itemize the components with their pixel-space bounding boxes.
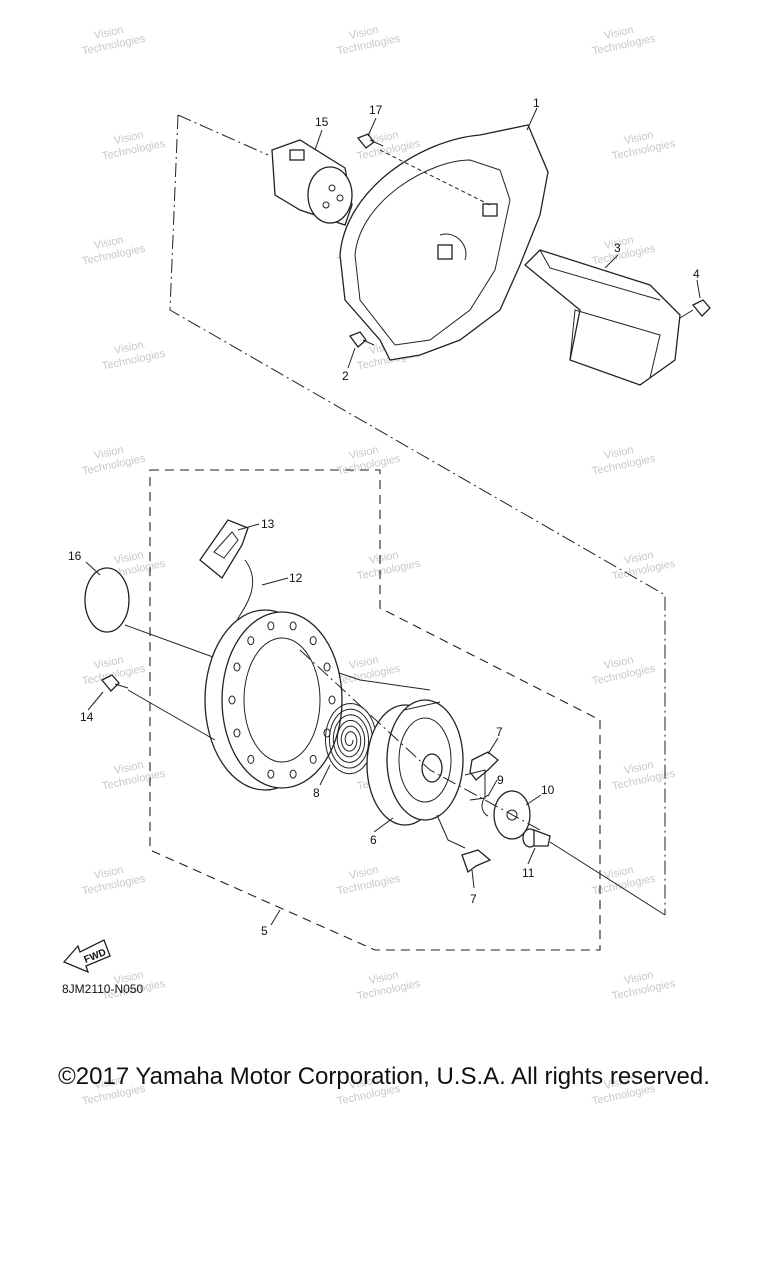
starter-case — [204, 609, 343, 791]
diagram-code: 8JM2110-N050 — [62, 982, 144, 996]
case-hole — [233, 728, 241, 738]
callout-1: 1 — [533, 96, 540, 110]
part-1-fan-cover — [339, 124, 549, 361]
callout-9: 9 — [497, 773, 504, 787]
callout-3: 3 — [614, 241, 621, 255]
case-hole — [309, 636, 317, 646]
case-hole — [289, 769, 297, 779]
callout-5: 5 — [261, 924, 268, 938]
part-4-bolt — [679, 299, 711, 319]
part-13-handle — [199, 519, 249, 579]
callout-8: 8 — [313, 786, 320, 800]
case-hole — [228, 695, 236, 705]
case-hole — [233, 662, 241, 672]
case-hole — [247, 636, 255, 646]
starter-assembly-box — [149, 469, 601, 951]
callout-16: 16 — [68, 549, 82, 563]
part-16-plate — [84, 567, 130, 633]
callout-6: 6 — [370, 833, 377, 847]
part-2-bolt — [348, 331, 375, 348]
part-14-bolt — [100, 674, 216, 741]
case-hole — [247, 754, 255, 764]
case-hole — [289, 621, 297, 631]
callout-13: 13 — [261, 517, 275, 531]
part-6-sheave-drum — [366, 699, 464, 826]
upper-assembly-outline — [169, 114, 666, 915]
part-9-clip — [481, 794, 489, 817]
callout-17: 17 — [369, 103, 383, 117]
fwd-arrow-icon: FWD — [62, 939, 111, 974]
part-7-pawl-lower — [461, 849, 492, 874]
part-15-cup — [271, 139, 353, 226]
callout-15: 15 — [315, 115, 329, 129]
callout-4: 4 — [693, 267, 700, 281]
callout-12: 12 — [289, 571, 303, 585]
part-7-pawl-upper — [469, 751, 499, 781]
case-hole — [328, 695, 336, 705]
callout-11: 11 — [522, 866, 535, 880]
callout-14: 14 — [80, 710, 94, 724]
callout-leaders — [85, 107, 701, 926]
callout-labels: 1 2 3 4 5 6 7 7 8 9 10 11 12 13 14 15 16… — [68, 96, 700, 938]
callout-7-lower: 7 — [470, 892, 477, 906]
callout-2: 2 — [342, 369, 349, 383]
callout-10: 10 — [541, 783, 555, 797]
case-hole — [323, 662, 331, 672]
callout-7-upper: 7 — [496, 725, 503, 739]
case-hole — [267, 769, 275, 779]
part-3-air-duct — [524, 249, 681, 386]
part-17-bolt — [356, 133, 384, 149]
case-hole — [267, 621, 275, 631]
copyright-notice: ©2017 Yamaha Motor Corporation, U.S.A. A… — [58, 1063, 710, 1090]
case-hole — [309, 754, 317, 764]
part-11-bolt — [522, 828, 666, 916]
starter-axis-line — [299, 649, 541, 831]
